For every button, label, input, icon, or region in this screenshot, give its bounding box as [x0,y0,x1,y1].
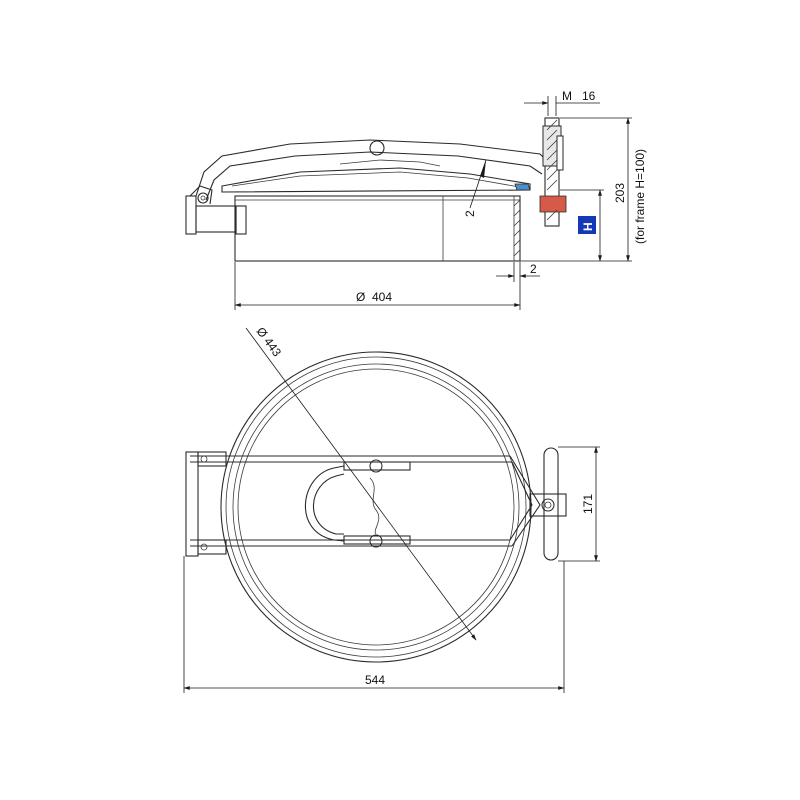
lid-thickness-dimension: 2 [463,159,487,217]
handle-span-label: 171 [581,494,595,514]
height-dimension: 203 (for frame H=100) [520,117,647,262]
h-marker-box [578,216,596,234]
thread-dimension: M 16 [524,89,600,116]
h-marker: H [581,222,595,231]
h-dimension: H [560,189,604,262]
wall-thickness-dimension: 2 [496,262,540,282]
clamp-bolt [539,117,567,227]
lid-plate [221,159,531,193]
top-view: Ø 443 171 544 [183,325,600,693]
overall-width-dimension: 544 [183,556,565,693]
seal-detail [514,183,531,191]
lid-thickness-label: 2 [463,210,477,217]
wall-hatch [513,199,521,257]
hinge-assembly [185,185,247,235]
clamp-knob [529,447,567,561]
outer-diameter-label: Ø 443 [254,325,285,360]
vessel-body [234,195,521,262]
thread-label: M 16 [562,89,596,103]
wall-thickness-label: 2 [530,262,537,276]
inner-handle [304,459,411,548]
diameter-dimension: Ø 404 [234,262,521,310]
diameter-label: Ø 404 [356,290,392,304]
lid-outline [220,351,532,663]
handle-span-dimension: 171 [558,446,600,562]
height-label: 203 [613,183,627,203]
frame-note: (for frame H=100) [633,149,647,244]
lid-arm [195,139,549,201]
side-view: M 16 203 (for frame H=100) H 2 [185,89,647,310]
hinge-bar [185,451,227,557]
overall-width-label: 544 [365,673,385,687]
